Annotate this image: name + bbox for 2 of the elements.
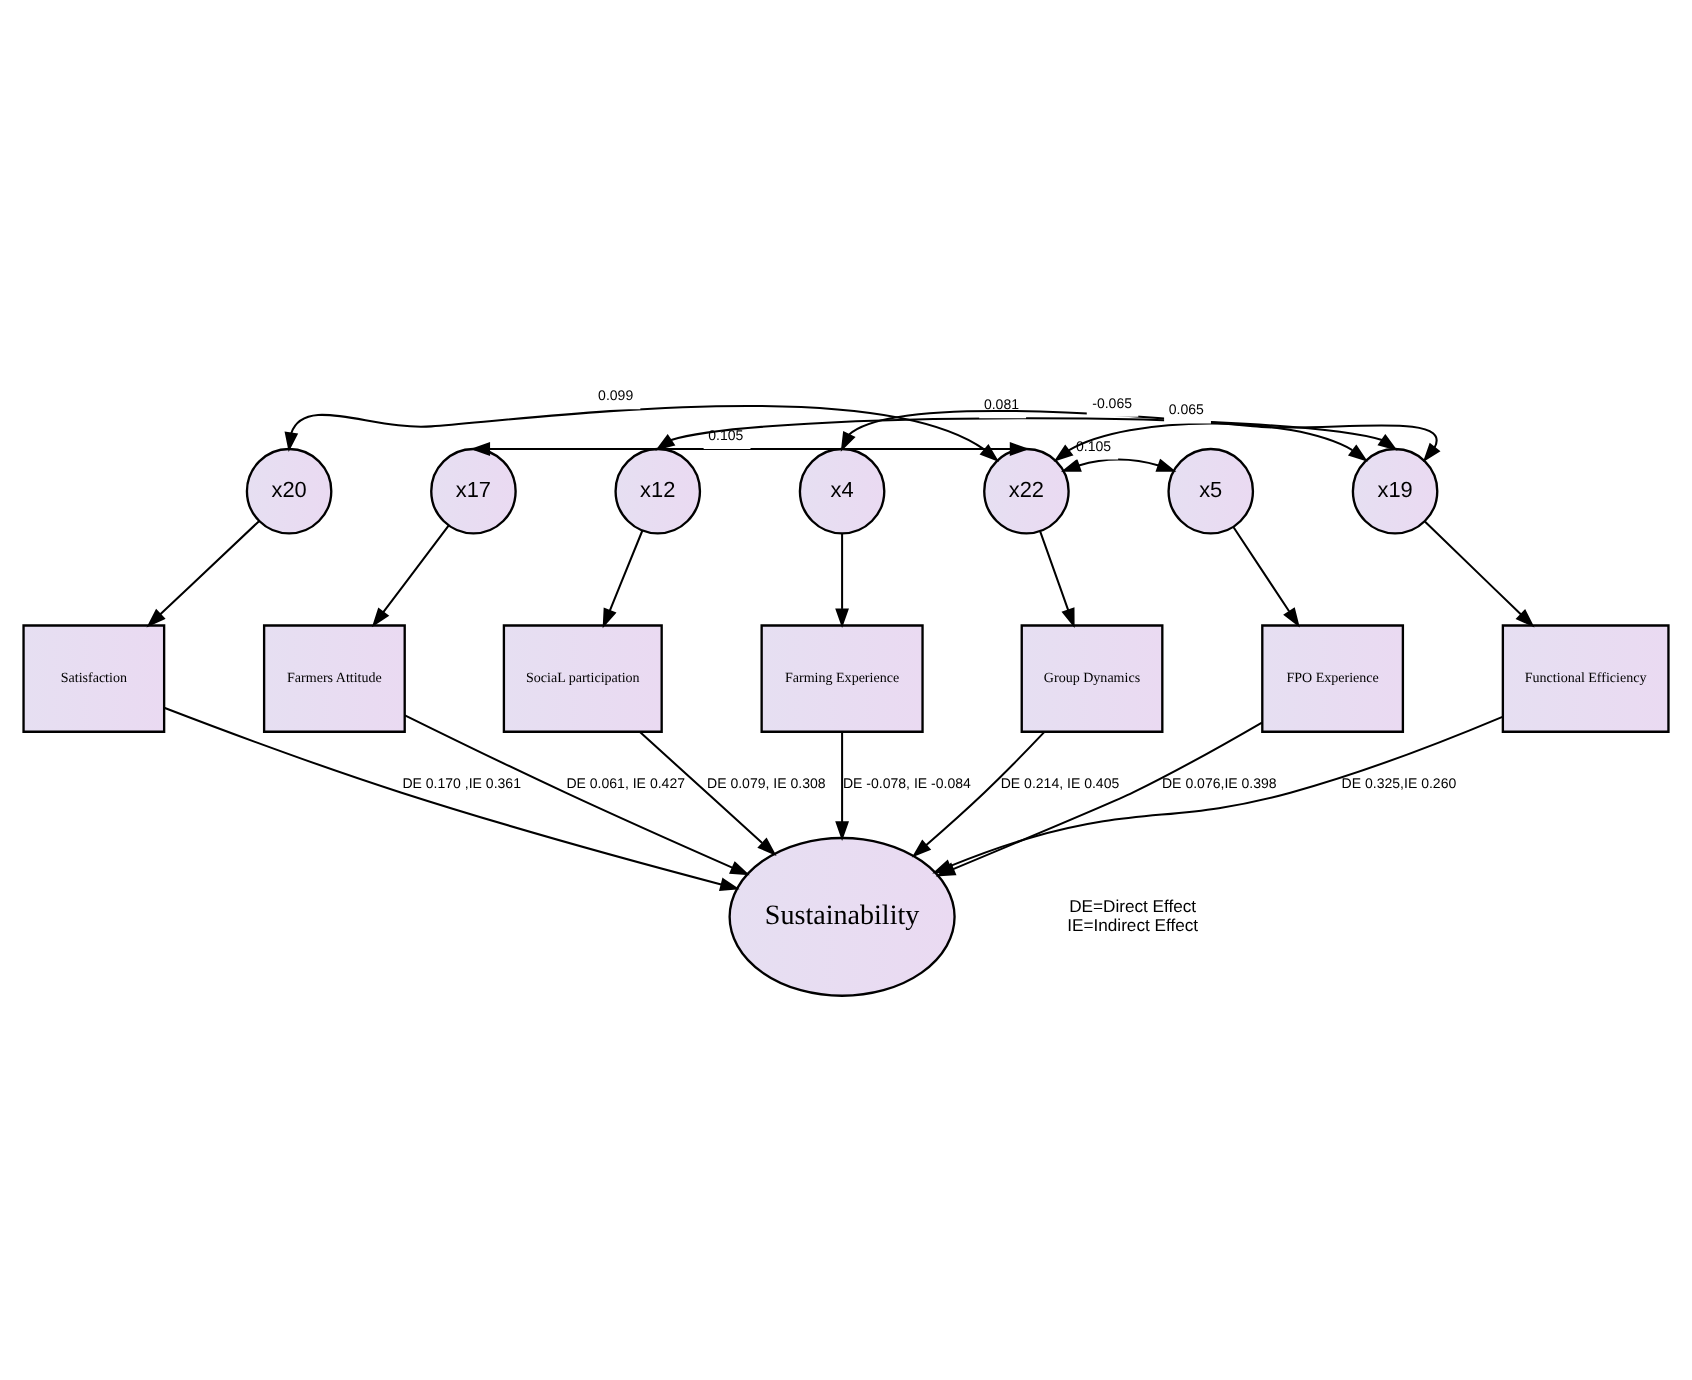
label: IE=Indirect Effect	[1067, 914, 1199, 935]
label: DE=Direct Effect	[1069, 895, 1197, 916]
